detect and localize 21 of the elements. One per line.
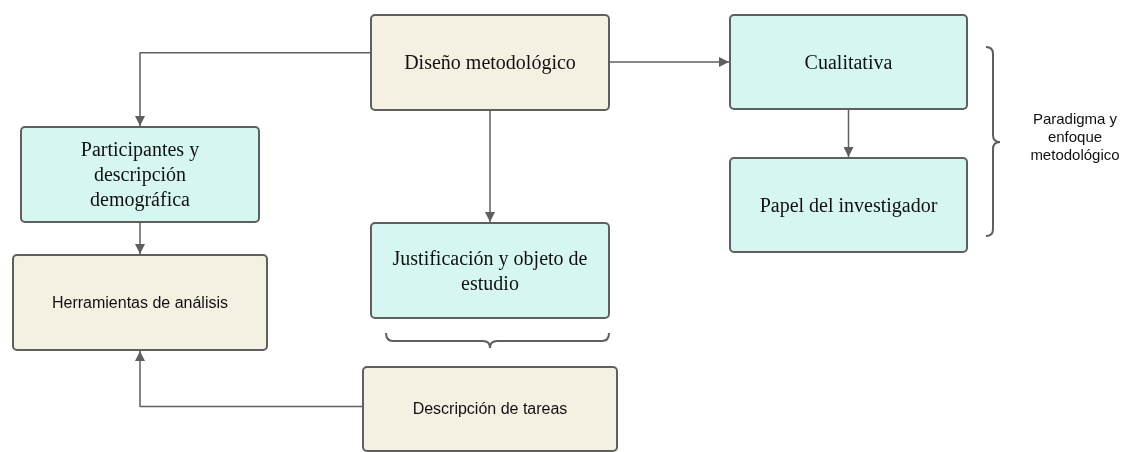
box-label: Papel del investigador bbox=[759, 192, 938, 218]
bracket-label: Paradigma y enfoque metodológico bbox=[1029, 110, 1121, 164]
box-label: Cualitativa bbox=[804, 49, 893, 75]
box-label: Herramientas de análisis bbox=[51, 292, 229, 313]
process-box bbox=[362, 366, 618, 452]
box-label: Diseño metodológico bbox=[404, 50, 576, 75]
arrow bbox=[135, 222, 145, 255]
box-label: Justificación y objeto de estudio bbox=[391, 245, 589, 296]
arrow bbox=[609, 57, 730, 67]
arrow bbox=[843, 109, 854, 158]
arrow bbox=[485, 110, 495, 223]
arrow bbox=[135, 350, 363, 408]
box-label: Participantes y descripción demográfica bbox=[79, 137, 201, 212]
process-box bbox=[729, 14, 968, 110]
arrow bbox=[135, 52, 371, 127]
process-box bbox=[370, 14, 610, 111]
process-box bbox=[20, 126, 260, 223]
process-box bbox=[12, 254, 268, 351]
process-box bbox=[370, 222, 610, 319]
box-label: Descripción de tareas bbox=[412, 399, 568, 419]
process-box bbox=[729, 157, 968, 253]
